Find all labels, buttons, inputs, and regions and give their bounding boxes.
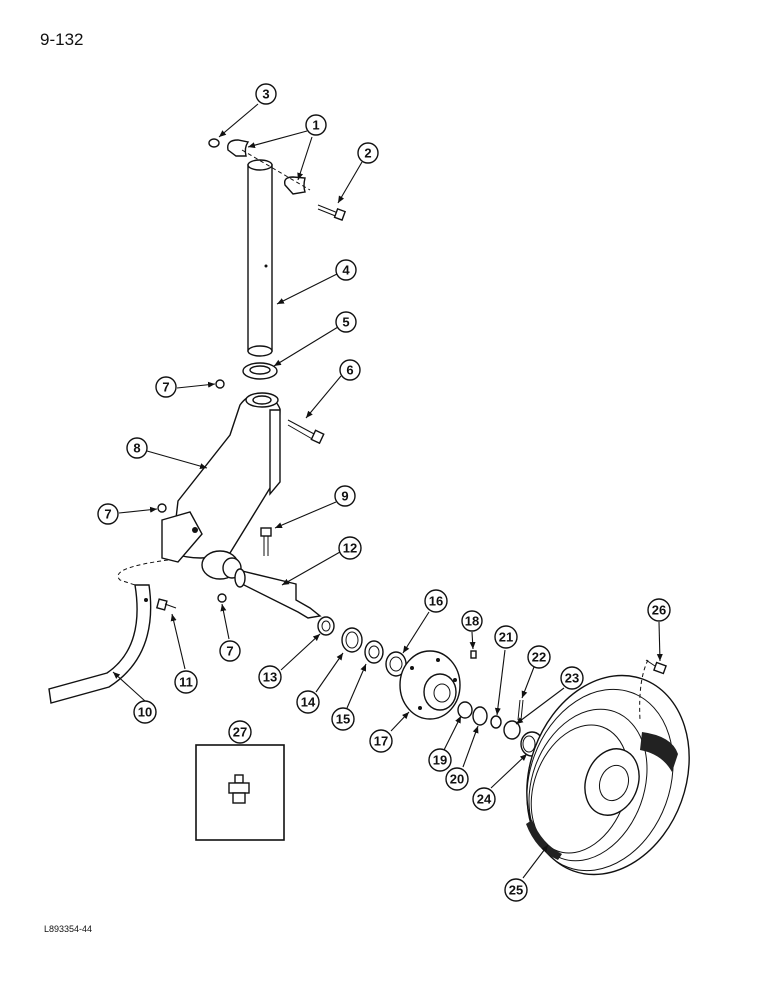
dashed-reference-lines bbox=[117, 149, 649, 721]
callout-label-19: 19 bbox=[433, 753, 447, 768]
callout-label-12: 12 bbox=[343, 541, 357, 556]
part-bracket-8 bbox=[161, 392, 281, 580]
callout-label-8: 8 bbox=[133, 441, 140, 456]
callout-label-9: 9 bbox=[341, 489, 348, 504]
part-hub-17 bbox=[399, 650, 461, 720]
callout-label-24: 24 bbox=[477, 792, 492, 807]
part-arm-10 bbox=[48, 584, 152, 704]
callout-10: 10 bbox=[133, 700, 157, 724]
callout-label-7c: 7 bbox=[226, 644, 233, 659]
callout-label-14: 14 bbox=[301, 695, 316, 710]
callout-label-7b: 7 bbox=[104, 507, 111, 522]
callout-11: 11 bbox=[174, 670, 198, 694]
callout-14: 14 bbox=[296, 690, 320, 714]
callout-label-1: 1 bbox=[312, 118, 319, 133]
callout-15: 15 bbox=[331, 707, 355, 731]
callout-label-27: 27 bbox=[233, 725, 247, 740]
callout-3: 3 bbox=[255, 83, 277, 105]
callout-1: 1 bbox=[305, 114, 327, 136]
callout-2: 2 bbox=[357, 142, 379, 164]
callout-label-11: 11 bbox=[179, 675, 193, 690]
callout-24: 24 bbox=[472, 787, 496, 811]
callout-label-2: 2 bbox=[364, 146, 371, 161]
part-cup-20 bbox=[472, 706, 488, 726]
callout-7c: 7 bbox=[219, 640, 241, 662]
callout-9: 9 bbox=[334, 485, 356, 507]
callout-13: 13 bbox=[258, 665, 282, 689]
callout-label-17: 17 bbox=[374, 734, 388, 749]
callout-27: 27 bbox=[228, 720, 252, 744]
part-nut-23 bbox=[503, 720, 521, 740]
inset-box-27 bbox=[195, 744, 285, 841]
part-tube-4 bbox=[247, 159, 273, 357]
callout-21: 21 bbox=[494, 625, 518, 649]
callout-7b: 7 bbox=[97, 503, 119, 525]
callout-label-5: 5 bbox=[342, 315, 349, 330]
callout-22: 22 bbox=[527, 645, 551, 669]
part-cone-19 bbox=[457, 701, 473, 719]
page-number: 9-132 bbox=[40, 30, 84, 49]
part-cone-15 bbox=[364, 640, 384, 664]
callout-label-15: 15 bbox=[336, 712, 350, 727]
part-washer-5 bbox=[242, 362, 278, 380]
callout-label-3: 3 bbox=[262, 87, 269, 102]
callout-19: 19 bbox=[428, 748, 452, 772]
callout-18: 18 bbox=[461, 610, 483, 632]
part-nut-3 bbox=[208, 138, 220, 148]
part-washer-21 bbox=[490, 715, 502, 729]
callout-26: 26 bbox=[647, 598, 671, 622]
callout-label-4: 4 bbox=[342, 263, 350, 278]
part-bolt-9 bbox=[260, 527, 272, 556]
part-fitting-18 bbox=[470, 650, 477, 659]
callout-8: 8 bbox=[126, 437, 148, 459]
part-nut-7b bbox=[157, 503, 167, 513]
part-nut-7c bbox=[217, 593, 227, 603]
callout-7a: 7 bbox=[155, 376, 177, 398]
callout-label-13: 13 bbox=[263, 670, 277, 685]
callout-label-26: 26 bbox=[652, 603, 666, 618]
callout-17: 17 bbox=[369, 729, 393, 753]
part-pin-22 bbox=[517, 699, 524, 721]
callout-4: 4 bbox=[335, 259, 357, 281]
callout-label-16: 16 bbox=[429, 594, 443, 609]
part-spindle-12 bbox=[234, 568, 322, 619]
callout-label-23: 23 bbox=[565, 671, 579, 686]
part-nut-7a bbox=[215, 379, 225, 389]
leader-lines bbox=[112, 103, 663, 879]
callout-25: 25 bbox=[504, 878, 528, 902]
callout-16: 16 bbox=[424, 589, 448, 613]
part-bolt-26 bbox=[645, 659, 667, 675]
part-cup-14 bbox=[341, 627, 363, 653]
part-bolt-11 bbox=[155, 598, 177, 611]
callout-label-21: 21 bbox=[499, 630, 513, 645]
callout-23: 23 bbox=[560, 666, 584, 690]
callout-label-7a: 7 bbox=[162, 380, 169, 395]
part-clamp-1 bbox=[227, 139, 306, 195]
part-wheel-25 bbox=[526, 674, 690, 876]
callout-12: 12 bbox=[338, 536, 362, 560]
callout-label-22: 22 bbox=[532, 650, 546, 665]
callout-label-20: 20 bbox=[450, 772, 464, 787]
callout-6: 6 bbox=[339, 359, 361, 381]
part-bolt-6 bbox=[287, 419, 325, 445]
callout-label-25: 25 bbox=[509, 883, 523, 898]
callout-label-18: 18 bbox=[465, 614, 479, 629]
part-seal-13 bbox=[317, 616, 335, 636]
part-bolt-2 bbox=[317, 204, 347, 221]
callout-5: 5 bbox=[335, 311, 357, 333]
figure-code: L893354-44 bbox=[44, 924, 93, 934]
callout-label-6: 6 bbox=[346, 363, 353, 378]
callout-20: 20 bbox=[445, 767, 469, 791]
callout-label-10: 10 bbox=[138, 705, 152, 720]
